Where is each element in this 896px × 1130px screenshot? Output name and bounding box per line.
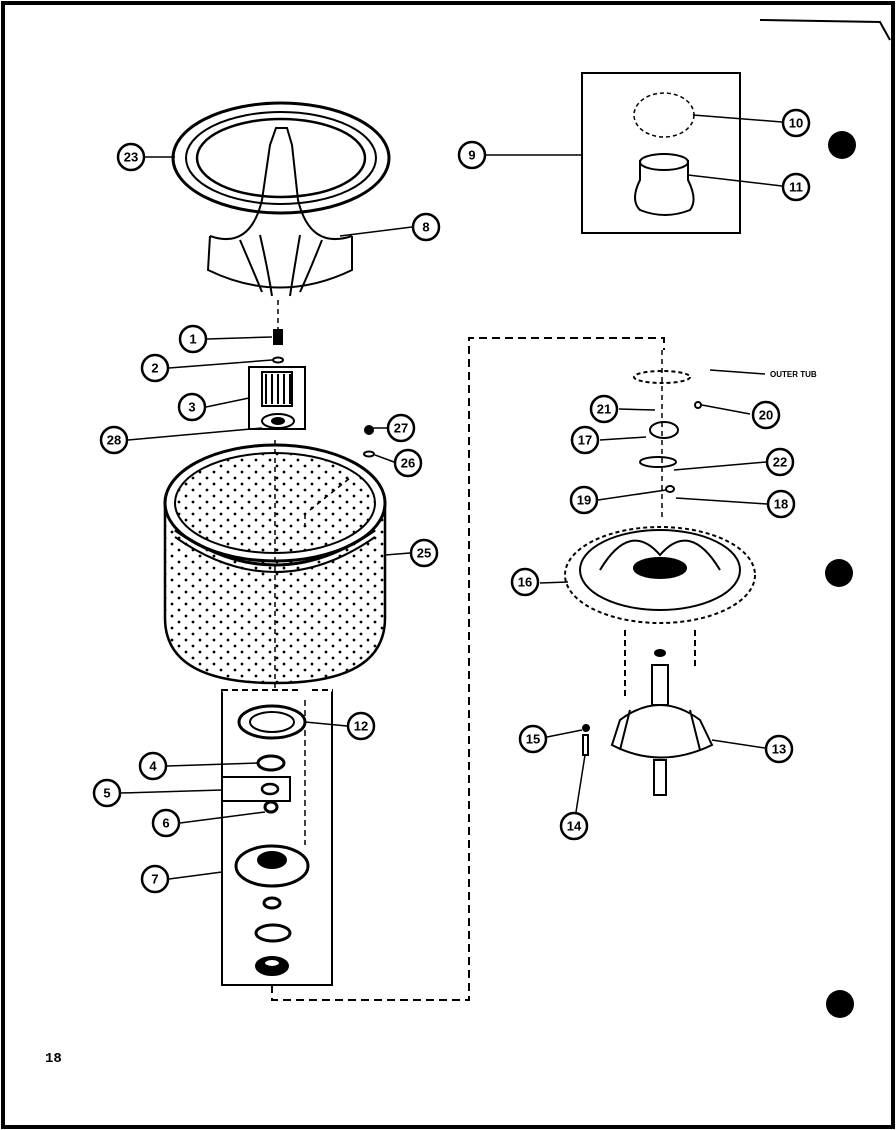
agitator-fasteners-drawing	[248, 329, 306, 430]
callout-12: 12	[346, 711, 376, 741]
binder-hole	[825, 559, 853, 587]
shaft-route-line	[271, 337, 665, 1001]
svg-text:25: 25	[417, 546, 431, 561]
svg-text:20: 20	[759, 408, 773, 423]
svg-text:3: 3	[188, 400, 195, 415]
svg-text:19: 19	[577, 493, 591, 508]
callout-10: 10	[781, 108, 811, 138]
svg-text:18: 18	[774, 497, 788, 512]
callout-26: 26	[393, 448, 423, 478]
binder-hole	[826, 990, 854, 1018]
svg-text:21: 21	[597, 402, 611, 417]
callout-27: 27	[386, 413, 416, 443]
callout-3: 3	[177, 392, 207, 422]
small-screws-drawing	[363, 425, 375, 458]
svg-text:1: 1	[189, 332, 196, 347]
binder-hole	[828, 131, 856, 159]
callout-22: 22	[765, 447, 795, 477]
callout-19: 19	[569, 485, 599, 515]
svg-text:17: 17	[578, 433, 592, 448]
svg-text:28: 28	[107, 433, 121, 448]
callout-25: 25	[409, 538, 439, 568]
callout-23: 23	[116, 142, 146, 172]
svg-text:11: 11	[789, 180, 803, 195]
callout-5: 5	[92, 778, 122, 808]
callout-11: 11	[781, 172, 811, 202]
callout-18: 18	[766, 489, 796, 519]
callout-2: 2	[140, 353, 170, 383]
svg-text:16: 16	[518, 575, 532, 590]
callouts: 23 8 9 10 11 1 2 3 28 27 26 25 12 4 5	[92, 108, 811, 894]
svg-text:10: 10	[789, 116, 803, 131]
svg-text:5: 5	[103, 786, 110, 801]
svg-text:7: 7	[151, 872, 158, 887]
spin-basket-drawing	[163, 440, 387, 690]
outer-tub-label: OUTER TUB	[770, 370, 817, 379]
svg-text:12: 12	[354, 719, 368, 734]
agitator-drawing	[171, 101, 391, 330]
hub-plate-drawing	[564, 526, 756, 700]
bearing-stack-drawing	[221, 688, 333, 986]
svg-text:15: 15	[526, 732, 540, 747]
transmission-drawing	[582, 649, 714, 796]
svg-text:6: 6	[162, 816, 169, 831]
callout-15: 15	[518, 724, 548, 754]
callout-20: 20	[751, 400, 781, 430]
callout-28: 28	[99, 425, 129, 455]
binder-holes	[825, 131, 856, 1018]
callout-16: 16	[510, 567, 540, 597]
svg-text:23: 23	[124, 150, 138, 165]
svg-text:13: 13	[772, 742, 786, 757]
svg-text:14: 14	[567, 819, 582, 834]
callout-9: 9	[457, 140, 487, 170]
inset-box-drawing	[581, 72, 741, 234]
svg-text:27: 27	[394, 421, 408, 436]
outer-tub-parts-drawing	[633, 350, 702, 520]
callout-7: 7	[140, 864, 170, 894]
callout-4: 4	[138, 751, 168, 781]
svg-text:4: 4	[149, 759, 157, 774]
svg-text:9: 9	[468, 148, 475, 163]
svg-text:2: 2	[151, 361, 158, 376]
callout-21: 21	[589, 394, 619, 424]
callout-8: 8	[411, 212, 441, 242]
svg-text:22: 22	[773, 455, 787, 470]
page-number: 18	[45, 1051, 62, 1067]
callout-13: 13	[764, 734, 794, 764]
leader-lines	[120, 114, 783, 880]
callout-1: 1	[178, 324, 208, 354]
svg-text:26: 26	[401, 456, 415, 471]
callout-6: 6	[151, 808, 181, 838]
svg-text:8: 8	[422, 220, 429, 235]
callout-17: 17	[570, 425, 600, 455]
callout-14: 14	[559, 811, 589, 841]
